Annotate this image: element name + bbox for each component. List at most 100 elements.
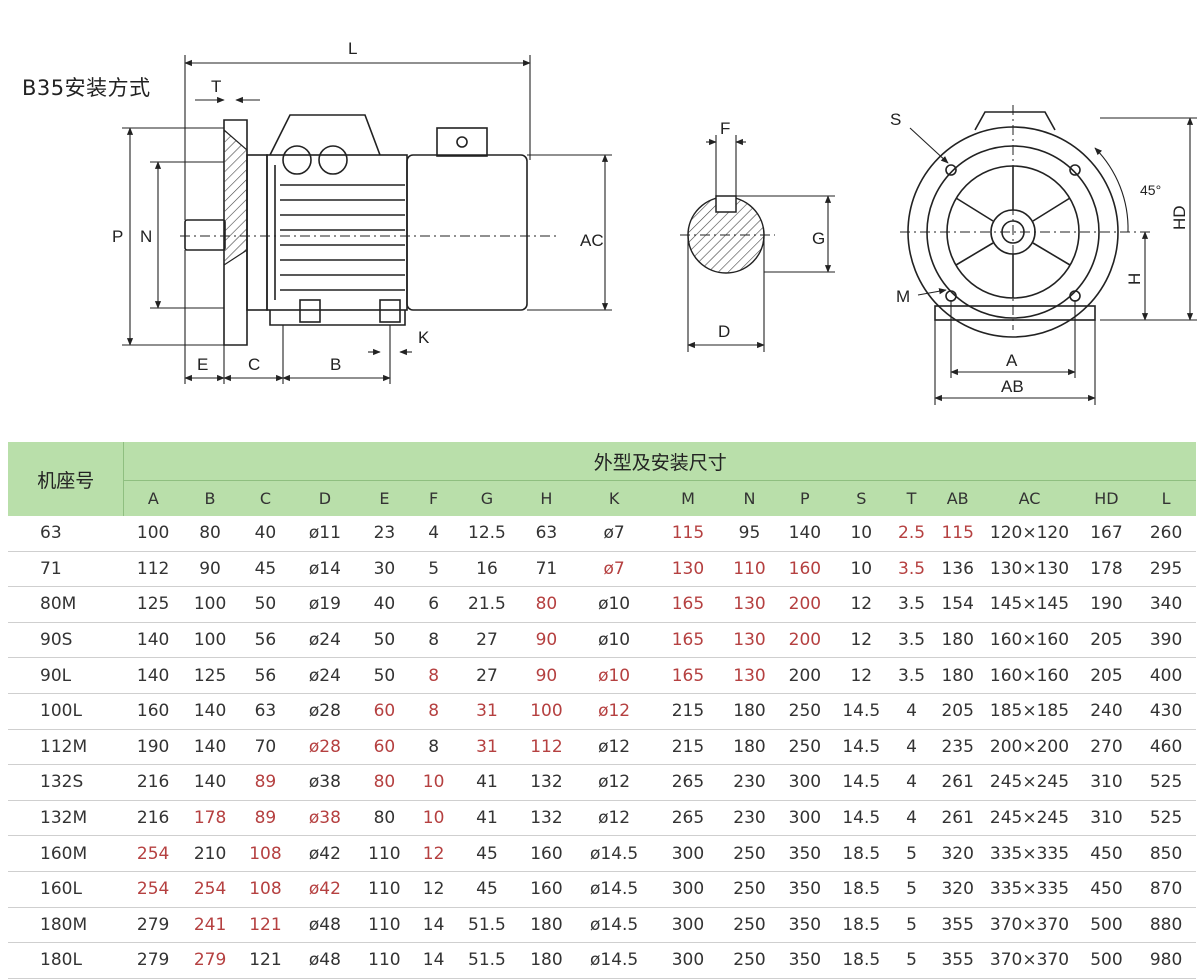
value-cell: 50 [356,657,413,694]
value-cell: 5 [412,551,456,588]
value-cell: ø7 [574,516,655,552]
value-cell: 245×245 [982,764,1077,801]
column-header-d: D [293,480,357,516]
value-cell: 40 [237,516,294,552]
value-cell: 136 [933,551,983,588]
value-cell: 4 [890,729,934,766]
value-cell: 140 [123,657,183,694]
value-cell: 130 [721,622,778,659]
value-cell: 121 [237,942,294,979]
value-cell: 140 [123,622,183,659]
value-cell: ø14.5 [574,835,655,872]
value-cell: 132 [518,764,575,801]
label-M: M [896,287,910,306]
value-cell: 450 [1076,871,1137,908]
value-cell: 56 [237,657,294,694]
value-cell: ø11 [293,516,357,552]
value-cell: 355 [933,942,983,979]
value-cell: 335×335 [982,871,1077,908]
value-cell: 216 [123,800,183,837]
value-cell: ø28 [293,729,357,766]
value-cell: 31 [455,729,519,766]
value-cell: 89 [237,764,294,801]
value-cell: 250 [721,907,778,944]
value-cell: 254 [182,871,238,908]
value-cell: 261 [933,800,983,837]
value-cell: 880 [1136,907,1196,944]
value-cell: 200 [777,622,833,659]
value-cell: 50 [356,622,413,659]
label-L: L [348,39,357,58]
value-cell: 300 [777,800,833,837]
value-cell: ø42 [293,835,357,872]
value-cell: 132 [518,800,575,837]
label-HD: HD [1170,205,1189,230]
value-cell: 215 [654,729,722,766]
dimension-drawing: L T P N AC E C B K F G D [0,0,1200,440]
value-cell: 112 [518,729,575,766]
value-cell: 140 [182,764,238,801]
value-cell: ø19 [293,586,357,623]
value-cell: 14.5 [832,800,890,837]
column-header-g: G [455,480,519,516]
value-cell: 180 [518,942,575,979]
value-cell: 12.5 [455,516,519,552]
value-cell: 70 [237,729,294,766]
column-header-ac: AC [982,480,1077,516]
value-cell: ø24 [293,622,357,659]
value-cell: ø14.5 [574,907,655,944]
value-cell: 90 [518,622,575,659]
value-cell: 165 [654,657,722,694]
value-cell: 90 [518,657,575,694]
value-cell: 216 [123,764,183,801]
value-cell: 180 [721,729,778,766]
value-cell: 178 [1076,551,1137,588]
value-cell: 8 [412,729,456,766]
value-cell: 112 [123,551,183,588]
value-cell: 45 [237,551,294,588]
value-cell: ø38 [293,800,357,837]
value-cell: 154 [933,586,983,623]
value-cell: 355 [933,907,983,944]
value-cell: ø48 [293,907,357,944]
value-cell: 165 [654,622,722,659]
value-cell: 300 [654,907,722,944]
value-cell: 279 [123,942,183,979]
value-cell: 200×200 [982,729,1077,766]
value-cell: ø14 [293,551,357,588]
label-AB: AB [1001,377,1024,396]
value-cell: 279 [123,907,183,944]
value-cell: 12 [412,871,456,908]
value-cell: 41 [455,800,519,837]
value-cell: 250 [777,729,833,766]
value-cell: ø10 [574,586,655,623]
column-header-b: B [182,480,238,516]
value-cell: 63 [237,693,294,730]
value-cell: ø10 [574,657,655,694]
value-cell: 300 [654,942,722,979]
value-cell: 130 [721,657,778,694]
value-cell: 110 [356,942,413,979]
label-B: B [330,355,341,374]
label-T: T [211,77,221,96]
value-cell: ø48 [293,942,357,979]
value-cell: 190 [1076,586,1137,623]
value-cell: 254 [123,835,183,872]
value-cell: 18.5 [832,835,890,872]
value-cell: 400 [1136,657,1196,694]
value-cell: 160 [518,871,575,908]
value-cell: 4 [890,764,934,801]
frame-size-cell: 112M [8,729,124,766]
column-header-e: E [356,480,413,516]
value-cell: 100 [518,693,575,730]
value-cell: 300 [777,764,833,801]
value-cell: 205 [933,693,983,730]
value-cell: 160×160 [982,657,1077,694]
side-view [184,114,528,346]
value-cell: 10 [412,800,456,837]
value-cell: 525 [1136,764,1196,801]
